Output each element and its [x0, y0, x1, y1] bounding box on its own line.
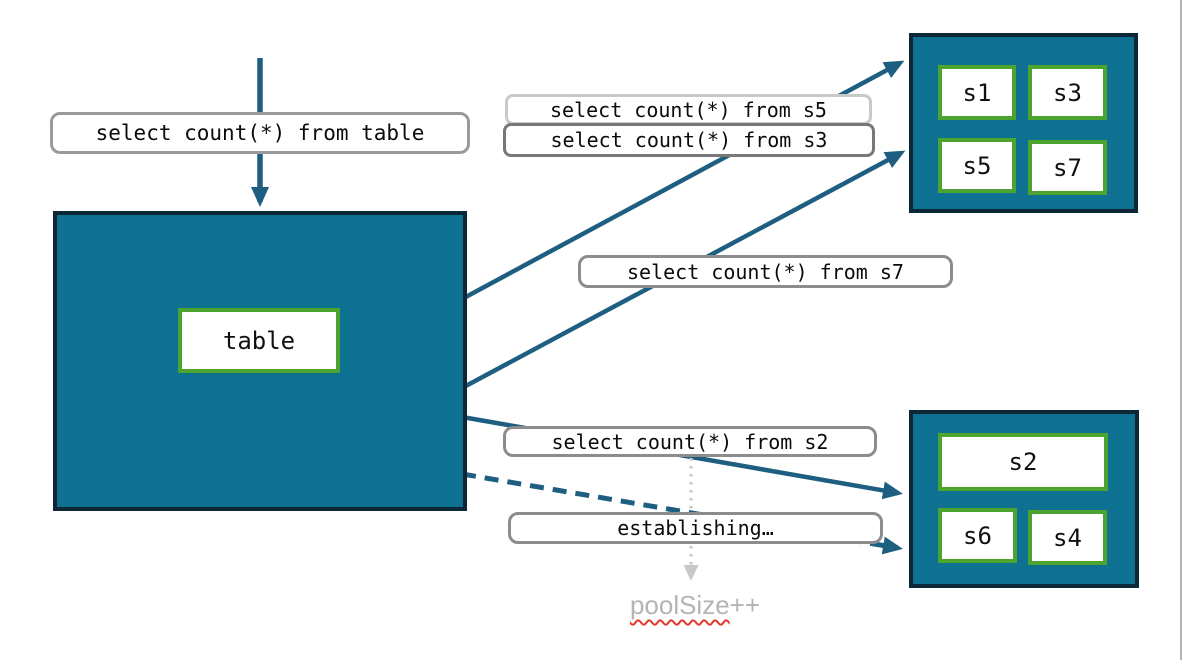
- shard-cell-s2: s2: [938, 433, 1108, 491]
- query-label-s5: select count(*) from s5: [505, 94, 872, 125]
- establishing-label: establishing…: [508, 512, 883, 544]
- query-label-s3: select count(*) from s3: [503, 123, 875, 157]
- shard-cell-s4: s4: [1028, 510, 1107, 565]
- shard-cell-s5: s5: [938, 138, 1016, 193]
- table-label-cell: table: [178, 308, 340, 373]
- shard-cell-s7: s7: [1028, 140, 1107, 195]
- query-label-s7: select count(*) from s7: [578, 255, 953, 288]
- shard-cell-s6: s6: [938, 508, 1017, 563]
- poolsize-word: poolSize: [629, 590, 730, 620]
- poolsize-note: poolSize++: [560, 590, 830, 621]
- shard-cell-s1: s1: [938, 65, 1016, 120]
- query-label-table: select count(*) from table: [50, 112, 470, 154]
- slide-edge-line: [1180, 0, 1182, 660]
- poolsize-suffix: ++: [729, 590, 761, 620]
- shard-cell-s3: s3: [1028, 65, 1107, 120]
- query-label-s2: select count(*) from s2: [503, 426, 877, 457]
